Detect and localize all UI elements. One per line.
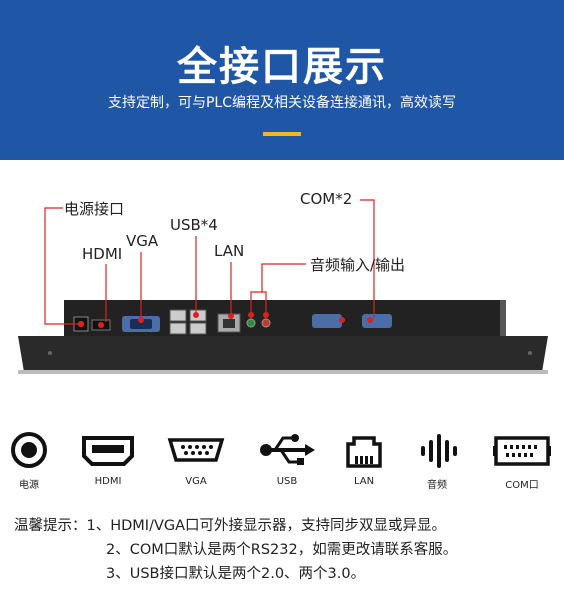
icon-item-hdmi: HDMI: [78, 430, 138, 487]
tips-section: 温馨提示：1、HDMI/VGA口可外接显示器，支持同步双显或异显。 2、COM口…: [14, 514, 559, 586]
device-illustration: 电源接口 HDMI VGA USB*4 LAN COM*2 音频输入/输出: [0, 160, 564, 410]
icon-item-lan: LAN: [334, 430, 394, 487]
icon-caption: LAN: [353, 476, 375, 487]
device-side-edge: [500, 300, 506, 336]
com-leader: [360, 199, 375, 318]
tip-item: 3、USB接口默认是两个2.0、两个3.0。: [106, 566, 366, 582]
label-lan-port: LAN: [214, 242, 245, 260]
icon-caption: 音频: [427, 480, 447, 491]
icon-caption: USB: [276, 476, 298, 487]
tip-row-1: 温馨提示：1、HDMI/VGA口可外接显示器，支持同步双显或异显。: [14, 514, 559, 538]
header-banner: 全接口展示 支持定制，可与PLC编程及相关设备连接通讯，高效读写: [0, 0, 564, 160]
icon-caption: 电源: [19, 480, 39, 491]
icon-item-vga: VGA: [166, 430, 226, 487]
tip-row-3: 3、USB接口默认是两个2.0、两个3.0。: [14, 562, 559, 586]
label-audio-port: 音频输入/输出: [310, 256, 406, 274]
com-icon: [493, 436, 551, 466]
device-bezel-edge: [18, 370, 548, 374]
tips-prefix: 温馨提示：: [14, 518, 87, 534]
bezel-screw-left: [48, 351, 52, 355]
audio-jack-out: [261, 318, 271, 328]
com-port-1: [312, 314, 342, 328]
power-icon: [11, 432, 47, 468]
icon-caption: VGA: [185, 476, 207, 487]
tip-item: 2、COM口默认是两个RS232，如需更改请联系客服。: [106, 542, 458, 558]
page-title: 全接口展示: [177, 44, 387, 90]
tip-row-2: 2、COM口默认是两个RS232，如需更改请联系客服。: [14, 538, 559, 562]
bezel-screw-right: [528, 351, 532, 355]
label-hdmi-port: HDMI: [82, 245, 123, 263]
usb-port-4: [189, 322, 207, 335]
page-subtitle: 支持定制，可与PLC编程及相关设备连接通讯，高效读写: [107, 95, 457, 111]
usb-port-3: [169, 322, 187, 335]
usb-port-1: [169, 309, 187, 322]
icon-caption: COM口: [505, 480, 539, 491]
device-panel-drawing: [18, 199, 548, 374]
leader-lines: [44, 199, 375, 325]
label-power-port: 电源接口: [64, 200, 125, 218]
hdmi-icon: [82, 436, 134, 466]
usb-icon: [260, 434, 315, 465]
port-markers: [78, 312, 373, 328]
label-vga-port: VGA: [126, 232, 159, 250]
lan-port-inner: [223, 319, 235, 328]
audio-leader-in: [250, 291, 262, 312]
label-usb-port: USB*4: [170, 216, 218, 234]
power-leader: [44, 207, 78, 325]
interface-icons-row: 电源 HDMI VGA USB: [0, 430, 564, 500]
icon-item-power: 电源: [0, 430, 59, 491]
vga-port-inner: [130, 319, 152, 329]
icon-item-com: COM口: [492, 430, 552, 491]
device-bezel: [18, 336, 548, 372]
icon-item-audio: 音频: [407, 430, 467, 491]
com-port-2: [362, 314, 392, 328]
label-com-port: COM*2: [300, 190, 353, 208]
icon-caption: HDMI: [94, 476, 122, 487]
tip-item: 1、HDMI/VGA口可外接显示器，支持同步双显或异显。: [86, 518, 447, 534]
icon-item-usb: USB: [257, 430, 317, 487]
title-accent-bar: [263, 132, 301, 136]
lan-icon: [346, 436, 382, 468]
audio-icon: [421, 434, 457, 468]
audio-jack-in: [246, 318, 256, 328]
vga-icon: [167, 438, 225, 462]
